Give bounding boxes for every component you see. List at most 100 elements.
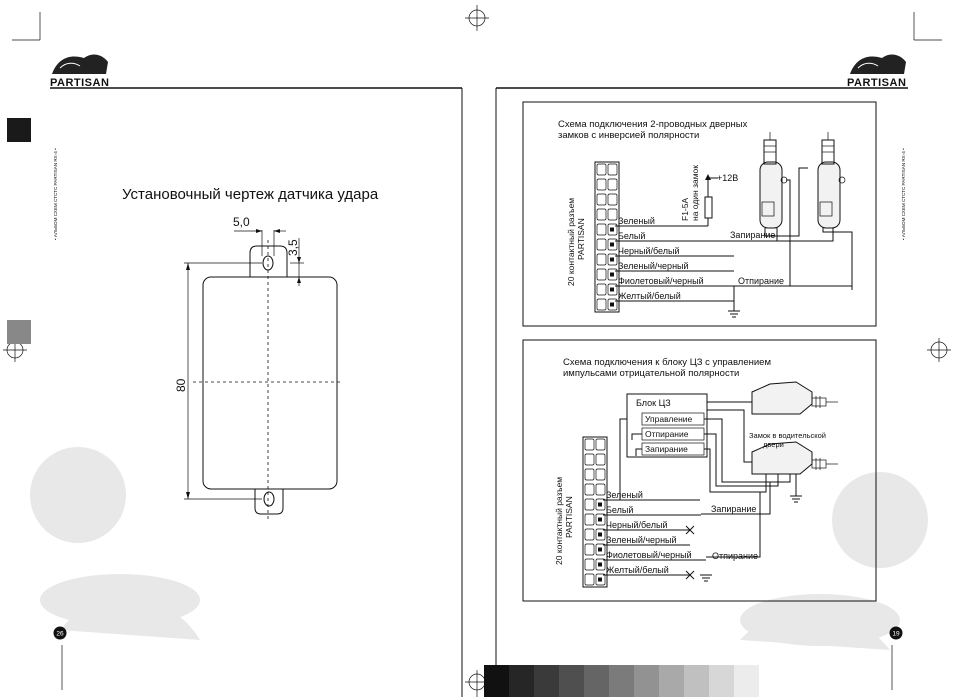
connector-cell <box>596 253 607 266</box>
wire-label: Фиолетовый/черный <box>618 276 704 286</box>
gray-swatch <box>509 665 534 697</box>
svg-text:F1-5A: F1-5A <box>680 198 690 221</box>
svg-text:импульсами отрицательной поляр: импульсами отрицательной полярности <box>563 368 739 379</box>
page-number-right: 19 <box>889 626 903 640</box>
connector-pin <box>610 272 614 277</box>
drawing-title: Установочный чертеж датчика удара <box>122 186 379 203</box>
gray-swatch <box>584 665 609 697</box>
connector-cell <box>596 298 607 311</box>
wire-label: Черный/белый <box>618 246 679 256</box>
connector-pin <box>610 257 614 262</box>
connector-cell <box>584 498 595 511</box>
connector-housing <box>582 436 608 588</box>
watermark-right <box>740 472 928 650</box>
connector-cell <box>607 283 618 296</box>
connector-cell <box>596 193 607 206</box>
wire-cut-mark <box>685 570 695 580</box>
gray-swatch <box>484 665 509 697</box>
connector-pin <box>598 532 602 537</box>
wiring-diagram-negative-pulse: Схема подключения к блоку ЦЗ с управлени… <box>522 339 877 602</box>
diagram1-frame <box>522 101 877 327</box>
wire-label: Желтый/белый <box>618 291 681 301</box>
connector-pin <box>610 302 614 307</box>
gray-swatch <box>634 665 659 697</box>
d1-lock-label: Запирание <box>730 230 775 240</box>
gray-calibration-bar <box>484 665 759 697</box>
connector-cell <box>595 498 606 511</box>
connector-cell <box>607 268 618 281</box>
svg-text:Запирание: Запирание <box>645 444 688 454</box>
dim-hole-offset: 3,5 <box>286 239 300 256</box>
bottom-mounting-ear <box>254 489 284 515</box>
wire-label: Зеленый/черный <box>618 261 689 271</box>
wire-label: Зеленый/черный <box>606 535 677 545</box>
wiring-diagram-inverse-polarity: Схема подключения 2-проводных дверных за… <box>522 101 877 327</box>
svg-text:PARTISAN: PARTISAN <box>576 218 586 260</box>
connector-cell <box>607 298 618 311</box>
connector-cell <box>607 193 618 206</box>
diagram2-wires: ЗеленыйБелыйЧерный/белыйЗеленый/черныйФи… <box>603 490 712 582</box>
svg-text:PARTISAN: PARTISAN <box>564 496 574 538</box>
svg-text:Схема подключения к блоку ЦЗ с: Схема подключения к блоку ЦЗ с управлени… <box>563 357 771 368</box>
connector-cell <box>595 513 606 526</box>
wire-label: Черный/белый <box>606 520 667 530</box>
lock-motor-2 <box>817 132 846 229</box>
d2-lock-label: Запирание <box>711 504 756 514</box>
svg-text:20 контактный разъем: 20 контактный разъем <box>554 477 564 565</box>
connector-cell <box>596 223 607 236</box>
connector-cell <box>607 163 618 176</box>
connector-pin <box>598 517 602 522</box>
connector-cell <box>607 223 618 236</box>
dim-total-height: 80 <box>174 378 188 392</box>
top-mounting-ear <box>249 245 288 277</box>
connector-pin <box>598 562 602 567</box>
lock-motor-1 <box>759 132 788 229</box>
sensor-mounting-drawing: Установочный чертеж датчика удара 5,0 3,… <box>122 186 379 520</box>
power-label: +12В <box>717 173 738 183</box>
brand-logo-right: PARTISAN <box>847 54 906 89</box>
registration-mark-top <box>465 5 489 31</box>
diagram2-connector <box>582 436 608 588</box>
connector-cell <box>595 483 606 496</box>
wire-label: Зеленый <box>606 490 643 500</box>
connector-cell <box>595 528 606 541</box>
driver-lock-label-2: двери <box>763 440 784 449</box>
wire-label: Белый <box>618 231 645 241</box>
connector-cell <box>607 253 618 266</box>
fuse <box>704 196 713 219</box>
watermark-left <box>30 447 200 640</box>
gray-swatch <box>734 665 759 697</box>
connector-cell <box>595 543 606 556</box>
d2-unlock-label: Отпирание <box>712 551 758 561</box>
driver-lock-label-1: Замок в водительской <box>749 431 826 440</box>
section-tab-gray <box>7 320 31 344</box>
wire-label: Белый <box>606 505 633 515</box>
connector-pin <box>610 287 614 292</box>
block-title: Блок ЦЗ <box>636 398 671 408</box>
connector-cell <box>584 528 595 541</box>
gray-swatch <box>709 665 734 697</box>
connector-cell <box>584 543 595 556</box>
connector-cell <box>595 453 606 466</box>
connector-cell <box>607 178 618 191</box>
connector-cell <box>595 438 606 451</box>
svg-text:PARTISAN: PARTISAN <box>50 77 109 89</box>
connector-cell <box>596 163 607 176</box>
connector-cell <box>596 208 607 221</box>
svg-text:замков с инверсией полярности: замков с инверсией полярности <box>558 130 699 141</box>
gray-swatch <box>559 665 584 697</box>
diagram2-frame <box>522 339 877 602</box>
connector-pin <box>610 227 614 232</box>
connector-cell <box>596 238 607 251</box>
connector-cell <box>584 468 595 481</box>
running-header-left: • АЛЬБОМ СХЕМ СТСТС PARTISAN RX-4 • <box>53 148 58 240</box>
connector-cell <box>584 438 595 451</box>
svg-text:на один замок: на один замок <box>690 165 700 221</box>
connector-pin <box>598 502 602 507</box>
bottom-mounting-hole <box>263 491 275 507</box>
lock-motor-driver <box>751 441 838 475</box>
svg-text:19: 19 <box>892 631 900 638</box>
connector-cell <box>584 573 595 586</box>
gray-swatch <box>534 665 559 697</box>
